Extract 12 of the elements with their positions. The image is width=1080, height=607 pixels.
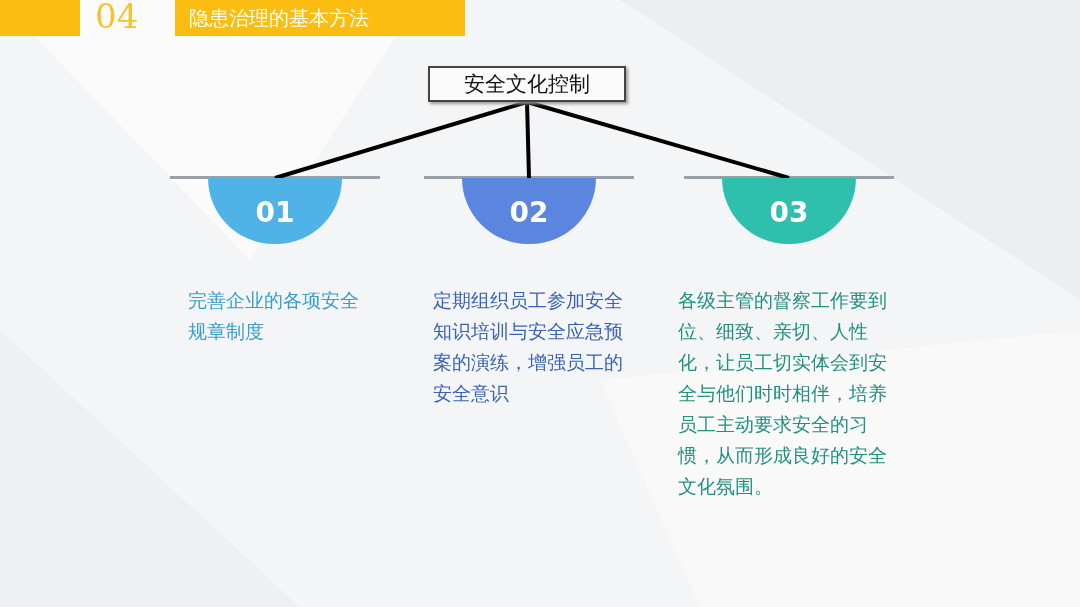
category-box: 安全文化控制	[428, 66, 626, 102]
connector-line	[274, 100, 528, 180]
description-text: 定期组织员工参加安全知识培训与安全应急预案的演练，增强员工的安全意识	[433, 288, 624, 406]
description-text: 各级主管的督察工作要到位、细致、亲切、人性化，让员工切实体会到安全与他们时时相伴，培养员工主动要求安全的习惯，从而形成良好的安全文化氛围。	[678, 288, 888, 499]
connector-line	[526, 100, 790, 180]
number-semicircle: 03	[722, 178, 856, 244]
connector-line	[525, 101, 531, 179]
number-semicircle: 01	[208, 178, 342, 244]
description-text: 完善企业的各项安全规章制度	[188, 288, 360, 344]
title-banner: 隐患治理的基本方法	[175, 0, 465, 36]
section-number: 04	[95, 0, 139, 36]
number-semicircle: 02	[462, 178, 596, 244]
